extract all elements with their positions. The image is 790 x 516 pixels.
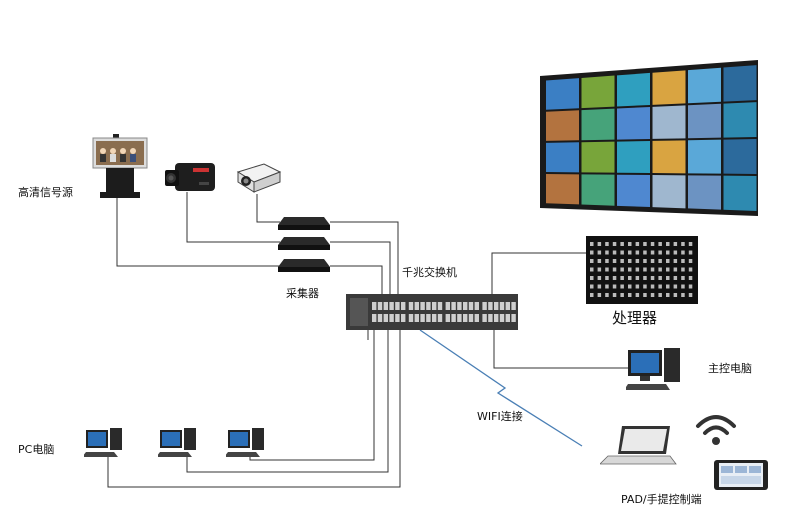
- collector-group: [278, 217, 330, 272]
- desktop-computer-icon: [158, 428, 196, 457]
- switch-label: 千兆交换机: [402, 266, 457, 279]
- wifi-label: WIFI连接: [477, 410, 523, 423]
- laptop-icon: [600, 426, 677, 465]
- desktop-computer-icon: [226, 428, 264, 457]
- video-wall-icon: [540, 60, 758, 216]
- wifi-icon: [696, 415, 736, 445]
- collector-label: 采集器: [286, 287, 319, 300]
- videoconference-terminal-icon: [92, 134, 148, 198]
- projector-icon: [236, 163, 282, 193]
- encoder-box-icon: [278, 237, 330, 250]
- desktop-computer-icon: [84, 428, 122, 457]
- encoder-box-icon: [278, 259, 330, 272]
- rack-processor-icon: [586, 236, 698, 304]
- encoder-box-icon: [278, 217, 330, 230]
- pc-label: PC电脑: [18, 443, 55, 456]
- processor-label: 处理器: [612, 309, 658, 327]
- main-pc-label: 主控电脑: [708, 362, 752, 375]
- hd-source-label: 高清信号源: [18, 186, 73, 199]
- tablet-icon: [714, 460, 768, 490]
- network-switch-icon: [346, 294, 518, 330]
- pad-label: PAD/手提控制端: [621, 493, 702, 506]
- camcorder-icon: [165, 163, 215, 191]
- desktop-computer-icon: [626, 348, 680, 390]
